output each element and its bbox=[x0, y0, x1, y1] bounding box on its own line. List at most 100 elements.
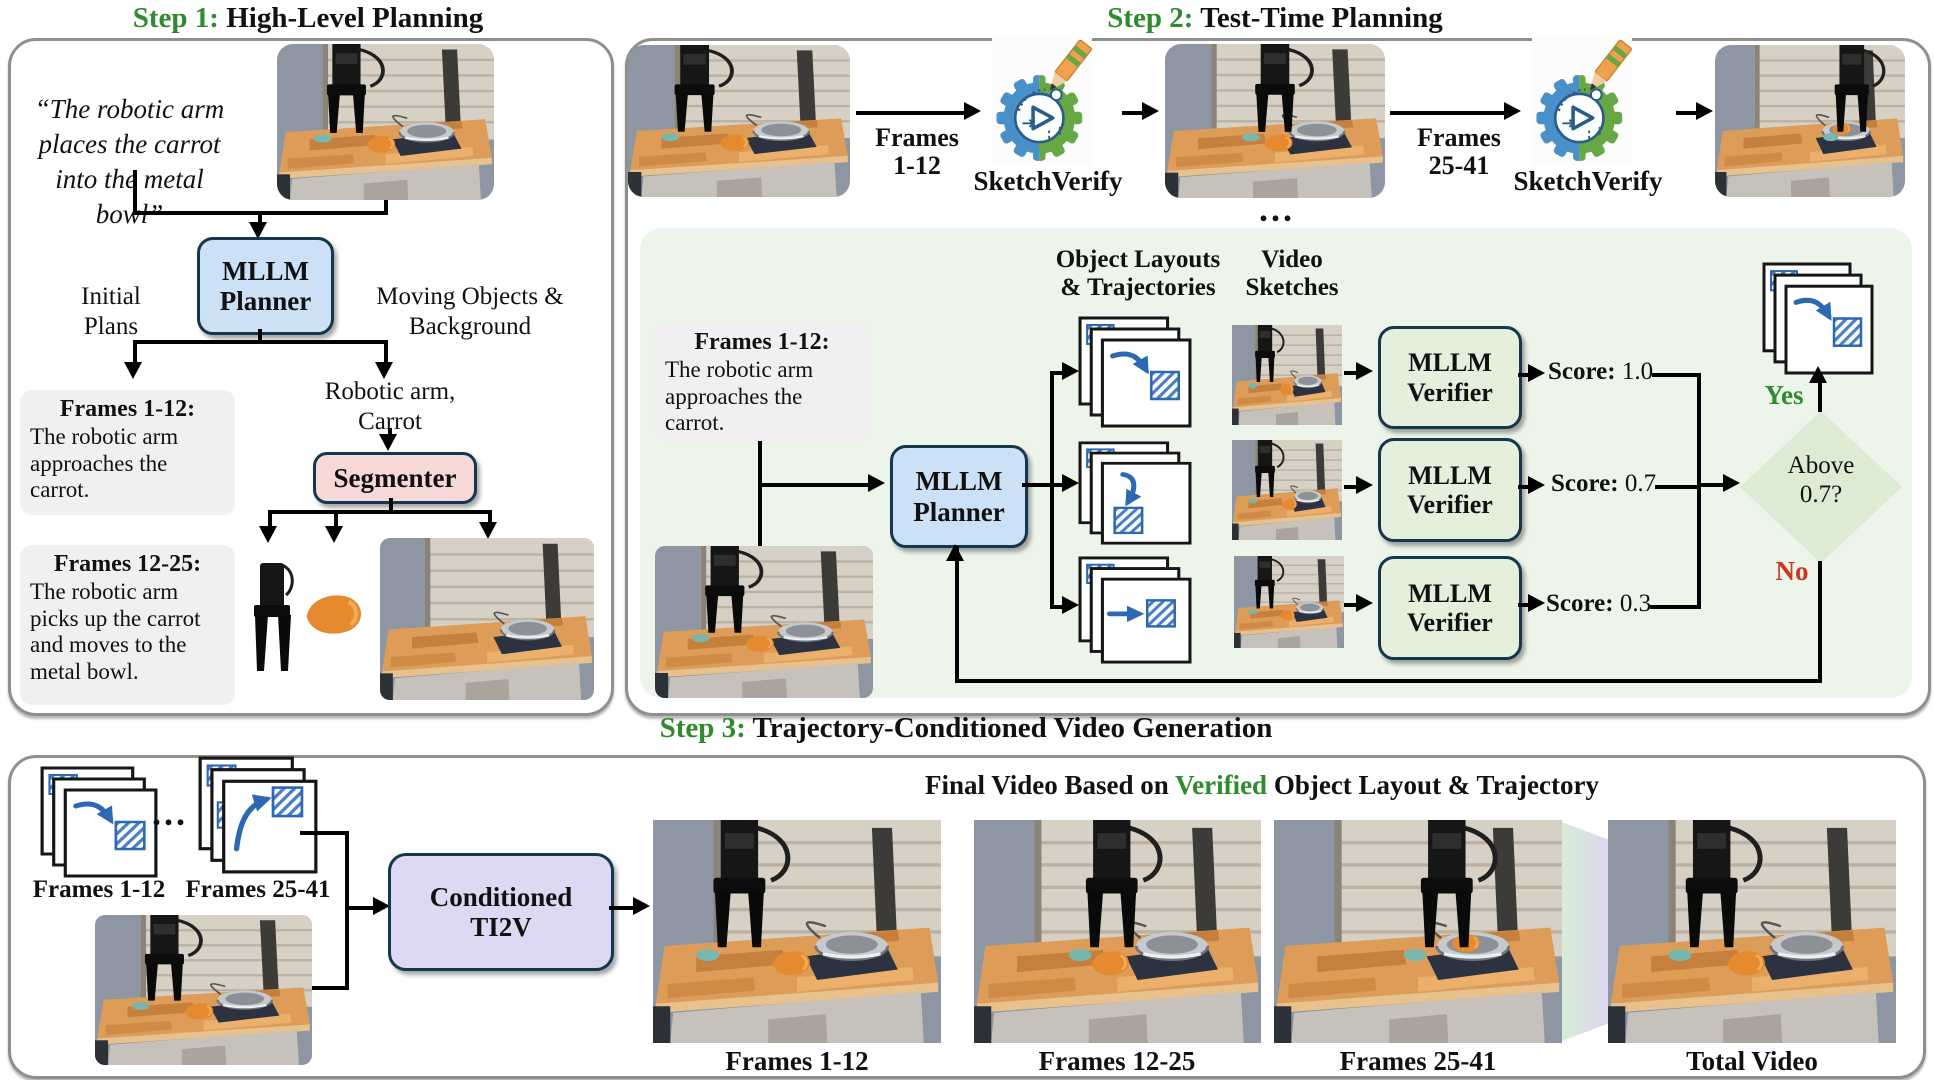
connector-line bbox=[1356, 594, 1373, 612]
connector-line bbox=[384, 200, 388, 215]
connector-line bbox=[1062, 474, 1079, 492]
step1-title: Step 1: High-Level Planning bbox=[133, 2, 483, 35]
connector-line bbox=[856, 111, 966, 115]
connector-line bbox=[1652, 373, 1699, 377]
step1-title-prefix: Step 1: bbox=[132, 2, 219, 34]
segmented-carrot-image bbox=[306, 595, 362, 634]
video-sketch-2 bbox=[1232, 440, 1342, 540]
stack2-label: Frames 25-41 bbox=[185, 876, 331, 903]
generated-frames-3 bbox=[1274, 820, 1562, 1043]
connector-line bbox=[389, 498, 393, 512]
connector-line bbox=[133, 170, 137, 215]
connector-line bbox=[379, 434, 397, 451]
trajectory-stack-3 bbox=[1078, 556, 1192, 664]
connector-line bbox=[955, 679, 1822, 683]
connector-line bbox=[1818, 382, 1822, 412]
connector-line bbox=[1142, 102, 1159, 120]
segmented-arm-image bbox=[254, 563, 294, 671]
caption-1: Frames 1-12 bbox=[725, 1046, 869, 1076]
sketchverify-label: SketchVerify bbox=[1513, 166, 1663, 196]
connector-line bbox=[1650, 605, 1699, 609]
connector-line bbox=[488, 510, 492, 524]
plan-box-1: Frames 1-12: The robotic arm approaches … bbox=[20, 390, 235, 515]
connector-line bbox=[1676, 111, 1698, 115]
connector-line bbox=[347, 906, 375, 910]
connector-line bbox=[1723, 474, 1740, 492]
step2-title: Step 2: Test-Time Planning bbox=[1107, 2, 1443, 34]
current-frame-photo bbox=[655, 546, 873, 698]
mllm-verifier-1: MLLM Verifier bbox=[1378, 326, 1522, 429]
final-video-heading: Final Video Based on Verified Object Lay… bbox=[925, 770, 1599, 800]
ellipsis-step3: ... bbox=[152, 793, 188, 833]
frames-25-41-label: Frames 25-41 bbox=[1417, 123, 1501, 181]
mllm-planner-step1: MLLM Planner bbox=[197, 237, 334, 335]
connector-line bbox=[1518, 373, 1530, 377]
connector-line bbox=[1356, 362, 1373, 380]
task-quote: “The robotic arm places the carrot into … bbox=[34, 94, 225, 230]
connector-line bbox=[1504, 102, 1521, 120]
video-sketch-1 bbox=[1232, 325, 1342, 425]
stack1-label: Frames 1-12 bbox=[32, 876, 166, 903]
connector-line bbox=[373, 897, 390, 915]
connector-line bbox=[868, 474, 885, 492]
generated-frames-2 bbox=[974, 820, 1261, 1043]
conditioned-ti2v: Conditioned TI2V bbox=[388, 853, 614, 971]
connector-line bbox=[1344, 371, 1358, 375]
connector-line bbox=[259, 526, 277, 543]
trajectory-stack-1 bbox=[1078, 316, 1192, 428]
connector-line bbox=[384, 342, 388, 364]
background-image bbox=[380, 538, 594, 700]
connector-line bbox=[1518, 603, 1530, 607]
sketchverify-icon bbox=[1532, 37, 1632, 165]
sketchverify-label: SketchVerify bbox=[973, 166, 1123, 196]
connector-line bbox=[124, 362, 142, 379]
connector-line bbox=[1528, 594, 1545, 612]
input-photo bbox=[277, 44, 494, 200]
frames-1-12-label: Frames 1-12 bbox=[875, 123, 959, 181]
connector-line bbox=[133, 340, 388, 344]
connector-line bbox=[268, 510, 272, 528]
connector-line bbox=[1344, 485, 1358, 489]
connector-line bbox=[1697, 373, 1701, 609]
prompt-box: Frames 1-12: The robotic arm approaches … bbox=[655, 323, 869, 441]
ellipsis-top: ... bbox=[1259, 189, 1295, 229]
video-chunk-1-photo bbox=[628, 45, 850, 197]
connector-line bbox=[1528, 364, 1545, 382]
score-1: Score: 1.0 bbox=[1548, 358, 1654, 385]
connector-line bbox=[633, 897, 650, 915]
connector-line bbox=[1122, 111, 1144, 115]
connector-line bbox=[1050, 371, 1054, 609]
object-layouts-header: Object Layouts & Trajectories bbox=[1055, 246, 1221, 301]
score-3: Score: 0.3 bbox=[1546, 590, 1652, 617]
video-sketch-3 bbox=[1234, 556, 1344, 648]
connector-line bbox=[479, 522, 497, 539]
caption-2: Frames 12-25 bbox=[1038, 1046, 1196, 1076]
sketchverify-icon bbox=[992, 37, 1092, 165]
caption-4: Total Video bbox=[1686, 1046, 1818, 1076]
connector-line bbox=[249, 222, 267, 239]
moving-objects-label: Moving Objects & Background bbox=[376, 283, 564, 340]
connector-line bbox=[1062, 362, 1079, 380]
connector-line bbox=[964, 102, 981, 120]
video-chunk-2-photo bbox=[1165, 44, 1385, 198]
connector-line bbox=[325, 526, 343, 543]
connector-line bbox=[946, 544, 964, 561]
caption-3: Frames 25-41 bbox=[1339, 1046, 1497, 1076]
connector-line bbox=[375, 362, 393, 379]
connector-line bbox=[1699, 483, 1725, 487]
mllm-verifier-3: MLLM Verifier bbox=[1378, 556, 1522, 660]
connector-line bbox=[388, 428, 392, 437]
connector-line bbox=[758, 441, 762, 546]
mllm-verifier-2: MLLM Verifier bbox=[1378, 438, 1522, 542]
connector-line bbox=[1818, 561, 1822, 683]
verified-trajectory-stack bbox=[1762, 262, 1874, 375]
connector-line bbox=[133, 342, 137, 364]
connector-line bbox=[1390, 111, 1506, 115]
connector-line bbox=[1062, 596, 1079, 614]
connector-line bbox=[1809, 366, 1827, 383]
yes-label: Yes bbox=[1764, 380, 1804, 410]
step3-title: Step 3: Trajectory-Conditioned Video Gen… bbox=[659, 712, 1273, 744]
connector-line bbox=[1022, 483, 1054, 487]
initial-plans-label: Initial Plans bbox=[81, 283, 141, 340]
merge-funnel bbox=[1562, 822, 1608, 1041]
